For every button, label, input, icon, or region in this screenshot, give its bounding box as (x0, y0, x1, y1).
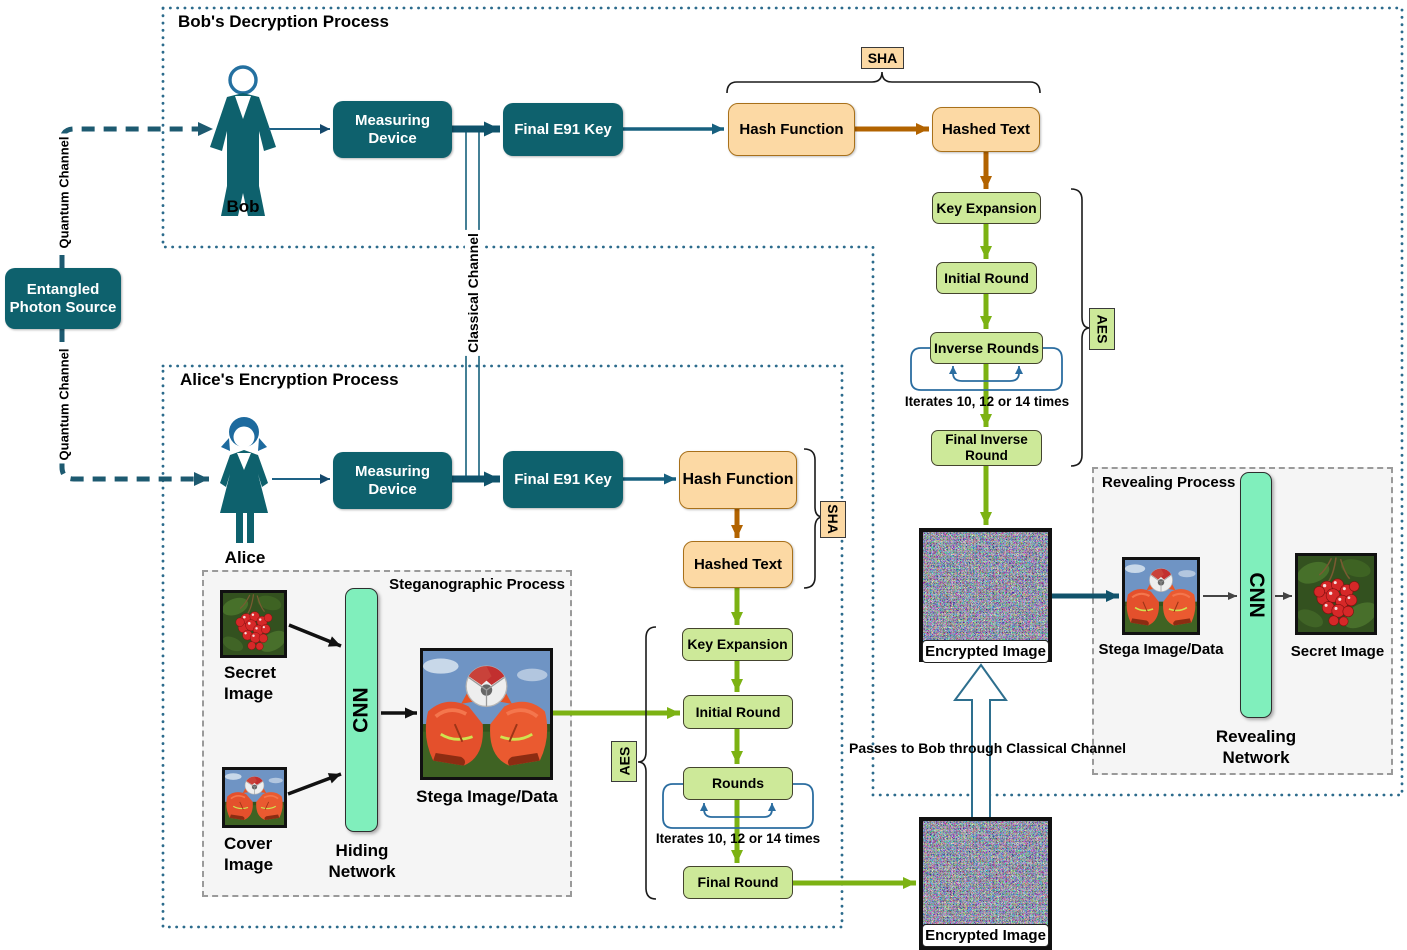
bob-actor-label: Bob (226, 197, 260, 216)
quantum-channel-bottom-connector (59, 329, 209, 486)
bob-sha-badge: SHA (861, 47, 904, 69)
hiding-network-caption: Hiding Network (328, 841, 396, 882)
stega-image (420, 648, 553, 780)
bob-hash-function-node: Hash Function (728, 103, 855, 156)
arrow-cover-to-cnn (287, 772, 342, 796)
bob-hashed-text-node: Hashed Text (932, 107, 1040, 152)
classical-channel-label: Classical Channel (408, 228, 538, 358)
cover-image (222, 767, 287, 828)
bob-process-border (161, 6, 1404, 797)
bob-figure-icon (210, 65, 276, 216)
hiding-cnn-node: CNN (345, 588, 378, 832)
cover-image-caption: Cover Image (224, 834, 274, 875)
alice-hash-function-node: Hash Function (679, 451, 797, 509)
secret-image-caption: Secret Image (224, 663, 276, 704)
alice-final-e91-key-node: Final E91 Key (503, 451, 623, 508)
encrypted-image-bottom-caption: Encrypted Image (922, 924, 1049, 947)
alice-process-title: Alice's Encryption Process (180, 370, 399, 389)
alice-figure-icon (220, 417, 268, 543)
quantum-channel-bottom-label: Quantum Channel (36, 345, 92, 464)
alice-iterates-note: Iterates 10, 12 or 14 times (655, 831, 821, 846)
bob-measuring-device-node: Measuring Device (333, 101, 452, 158)
revealing-cnn-node: CNN (1240, 472, 1272, 718)
alice-rounds-node: Rounds (683, 767, 793, 800)
bob-aes-brace (1070, 188, 1091, 467)
hollow-arrow-up (953, 663, 1008, 817)
arrow-secret-to-cnn (288, 623, 342, 648)
bob-initial-round-node: Initial Round (936, 262, 1037, 294)
revealing-stega-image (1122, 557, 1200, 635)
bob-inverse-rounds-node: Inverse Rounds (930, 332, 1043, 364)
alice-rounds-loop (662, 783, 814, 829)
alice-aes-brace (637, 626, 657, 900)
bob-final-inverse-round-node: Final Inverse Round (931, 430, 1042, 466)
secret-image (220, 590, 287, 658)
revealing-stega-caption: Stega Image/Data (1098, 641, 1224, 658)
quantum-channel-top-label: Quantum Channel (36, 133, 92, 252)
revealing-process-title: Revealing Process (1102, 474, 1236, 491)
bob-key-expansion-node: Key Expansion (932, 192, 1041, 224)
encrypted-image-top (919, 528, 1052, 662)
bob-sha-brace (726, 71, 1041, 94)
bob-aes-badge: AES (1089, 308, 1115, 350)
bob-inverse-rounds-loop (910, 347, 1063, 391)
passes-to-bob-note: Passes to Bob through Classical Channel (849, 740, 1126, 756)
revealing-network-caption: Revealing Network (1215, 727, 1297, 768)
quantum-channel-top-connector (59, 122, 213, 268)
alice-sha-badge: SHA (820, 501, 846, 538)
bob-process-title: Bob's Decryption Process (178, 12, 389, 31)
alice-final-round-node: Final Round (683, 866, 793, 899)
stega-image-caption: Stega Image/Data (416, 787, 558, 806)
bob-iterates-note: Iterates 10, 12 or 14 times (904, 394, 1070, 409)
alice-key-expansion-node: Key Expansion (682, 628, 793, 661)
bob-final-e91-key-node: Final E91 Key (503, 103, 623, 156)
alice-hashed-text-node: Hashed Text (683, 541, 793, 588)
alice-actor-label: Alice (224, 548, 266, 567)
revealing-secret-image (1295, 553, 1377, 635)
alice-measuring-device-node: Measuring Device (333, 452, 452, 509)
entangled-photon-source-node: Entangled Photon Source (5, 268, 121, 329)
alice-aes-badge: AES (611, 741, 637, 782)
encrypted-image-top-caption: Encrypted Image (922, 640, 1049, 663)
stego-process-title: Steganographic Process (389, 576, 565, 593)
revealing-secret-caption: Secret Image (1290, 643, 1385, 660)
alice-initial-round-node: Initial Round (683, 695, 793, 729)
